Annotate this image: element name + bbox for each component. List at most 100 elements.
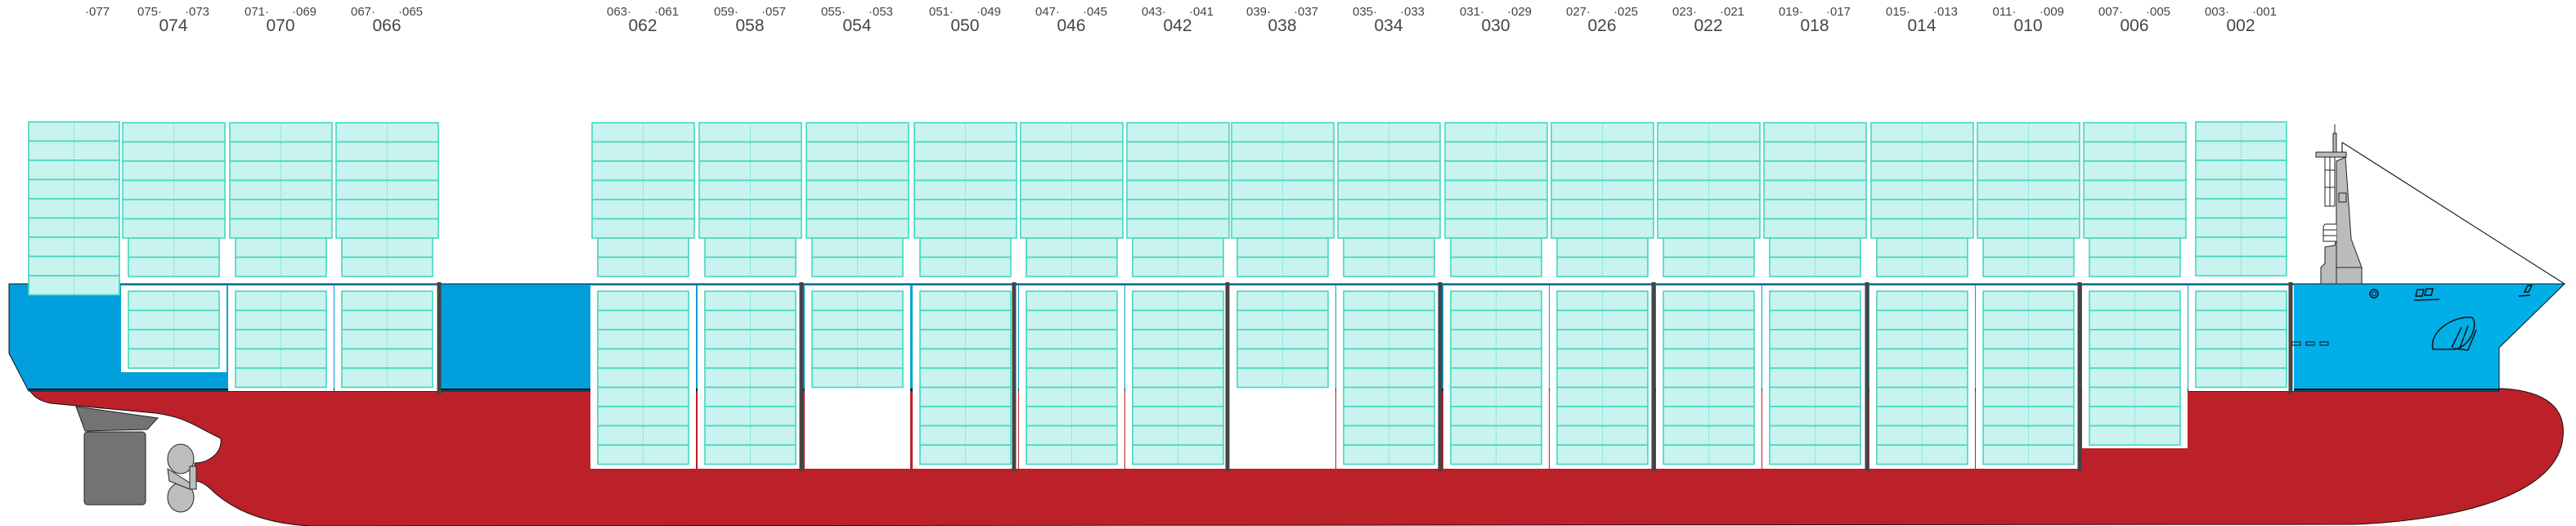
hold-container-bay-002[interactable] (2195, 290, 2287, 312)
deck-container-bay-aft[interactable] (28, 178, 120, 200)
deck-container-bay-002[interactable] (2195, 121, 2287, 142)
hold-container-bay-014[interactable] (1876, 386, 1968, 407)
deck-container-bay-070[interactable] (235, 237, 327, 259)
hold-container-bay-058[interactable] (704, 406, 797, 427)
hold-container-bay-014[interactable] (1876, 444, 1968, 465)
deck-container-bay-006[interactable] (2089, 237, 2181, 259)
deck-container-bay-058[interactable] (698, 218, 802, 239)
deck-container-bay-034[interactable] (1337, 199, 1441, 220)
hold-container-bay-022[interactable] (1663, 386, 1755, 407)
hold-container-bay-062[interactable] (597, 425, 689, 446)
deck-container-bay-046[interactable] (1020, 122, 1124, 143)
hold-container-bay-002[interactable] (2195, 309, 2287, 330)
deck-container-bay-010[interactable] (1977, 122, 2080, 143)
deck-container-bay-058[interactable] (704, 256, 797, 277)
hold-container-bay-038[interactable] (1236, 367, 1329, 389)
deck-container-bay-070[interactable] (229, 199, 333, 220)
hold-container-bay-010[interactable] (1982, 406, 2075, 427)
deck-container-bay-046[interactable] (1020, 199, 1124, 220)
deck-container-bay-006[interactable] (2083, 199, 2187, 220)
hold-container-bay-002[interactable] (2195, 348, 2287, 369)
deck-container-bay-010[interactable] (1982, 256, 2075, 277)
hold-container-bay-050[interactable] (919, 309, 1012, 330)
hold-container-bay-074[interactable] (128, 309, 220, 330)
deck-container-bay-014[interactable] (1876, 256, 1968, 277)
deck-container-bay-aft[interactable] (28, 236, 120, 258)
hold-container-bay-050[interactable] (919, 386, 1012, 407)
deck-container-bay-030[interactable] (1444, 199, 1548, 220)
hold-container-bay-018[interactable] (1769, 406, 1861, 427)
deck-container-bay-074[interactable] (122, 141, 226, 162)
hold-container-bay-046[interactable] (1025, 425, 1118, 446)
deck-container-bay-030[interactable] (1444, 160, 1548, 182)
hold-container-bay-026[interactable] (1556, 425, 1649, 446)
deck-container-bay-014[interactable] (1870, 199, 1974, 220)
deck-container-bay-046[interactable] (1020, 218, 1124, 239)
deck-container-bay-054[interactable] (806, 199, 909, 220)
deck-container-bay-030[interactable] (1444, 122, 1548, 143)
hold-container-bay-066[interactable] (341, 290, 433, 312)
deck-container-bay-066[interactable] (335, 160, 439, 182)
hold-container-bay-046[interactable] (1025, 348, 1118, 369)
hold-container-bay-014[interactable] (1876, 309, 1968, 330)
hold-container-bay-074[interactable] (128, 348, 220, 369)
hold-container-bay-038[interactable] (1236, 348, 1329, 369)
hold-container-bay-014[interactable] (1876, 406, 1968, 427)
hold-container-bay-026[interactable] (1556, 444, 1649, 465)
hold-container-bay-042[interactable] (1132, 309, 1224, 330)
deck-container-bay-018[interactable] (1763, 199, 1867, 220)
hold-container-bay-030[interactable] (1450, 329, 1542, 350)
deck-container-bay-034[interactable] (1343, 256, 1435, 277)
deck-container-bay-026[interactable] (1551, 218, 1654, 239)
deck-container-bay-038[interactable] (1231, 160, 1335, 182)
deck-container-bay-074[interactable] (122, 160, 226, 182)
hold-container-bay-062[interactable] (597, 367, 689, 389)
hold-container-bay-038[interactable] (1236, 309, 1329, 330)
deck-container-bay-054[interactable] (806, 122, 909, 143)
hold-container-bay-034[interactable] (1343, 406, 1435, 427)
hold-container-bay-058[interactable] (704, 329, 797, 350)
hold-container-bay-010[interactable] (1982, 290, 2075, 312)
deck-container-bay-058[interactable] (698, 199, 802, 220)
deck-container-bay-aft[interactable] (28, 275, 120, 296)
deck-container-bay-042[interactable] (1132, 256, 1224, 277)
deck-container-bay-058[interactable] (704, 237, 797, 259)
hold-container-bay-046[interactable] (1025, 329, 1118, 350)
deck-container-bay-010[interactable] (1977, 160, 2080, 182)
deck-container-bay-026[interactable] (1551, 122, 1654, 143)
deck-container-bay-018[interactable] (1763, 160, 1867, 182)
deck-container-bay-042[interactable] (1126, 218, 1230, 239)
hold-container-bay-046[interactable] (1025, 444, 1118, 465)
hold-container-bay-074[interactable] (128, 290, 220, 312)
hold-container-bay-034[interactable] (1343, 290, 1435, 312)
hold-container-bay-026[interactable] (1556, 309, 1649, 330)
hold-container-bay-070[interactable] (235, 290, 327, 312)
deck-container-bay-042[interactable] (1126, 141, 1230, 162)
hold-container-bay-042[interactable] (1132, 444, 1224, 465)
hold-container-bay-050[interactable] (919, 406, 1012, 427)
hold-container-bay-054[interactable] (811, 309, 904, 330)
deck-container-bay-006[interactable] (2083, 160, 2187, 182)
deck-container-bay-062[interactable] (591, 199, 695, 220)
hold-container-bay-066[interactable] (341, 309, 433, 330)
deck-container-bay-046[interactable] (1020, 179, 1124, 200)
hold-container-bay-058[interactable] (704, 348, 797, 369)
deck-container-bay-074[interactable] (122, 218, 226, 239)
hold-container-bay-058[interactable] (704, 309, 797, 330)
hold-container-bay-074[interactable] (128, 329, 220, 350)
deck-container-bay-010[interactable] (1977, 141, 2080, 162)
deck-container-bay-010[interactable] (1977, 218, 2080, 239)
hold-container-bay-022[interactable] (1663, 444, 1755, 465)
deck-container-bay-014[interactable] (1870, 141, 1974, 162)
deck-container-bay-066[interactable] (335, 199, 439, 220)
hold-container-bay-026[interactable] (1556, 406, 1649, 427)
hold-container-bay-034[interactable] (1343, 425, 1435, 446)
deck-container-bay-014[interactable] (1870, 179, 1974, 200)
deck-container-bay-002[interactable] (2195, 236, 2287, 258)
deck-container-bay-014[interactable] (1870, 122, 1974, 143)
deck-container-bay-002[interactable] (2195, 198, 2287, 219)
hold-container-bay-010[interactable] (1982, 309, 2075, 330)
deck-container-bay-026[interactable] (1551, 179, 1654, 200)
hold-container-bay-030[interactable] (1450, 309, 1542, 330)
deck-container-bay-002[interactable] (2195, 255, 2287, 276)
